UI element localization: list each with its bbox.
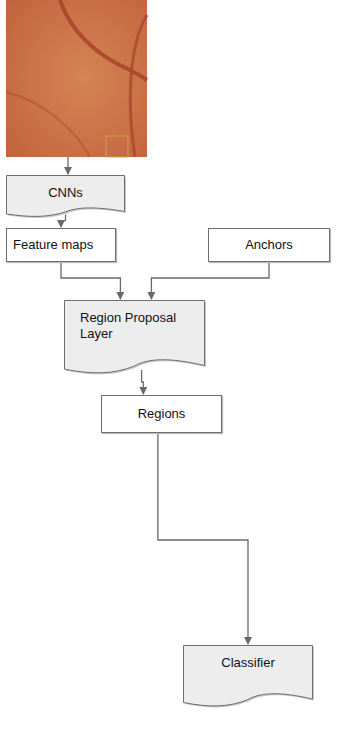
fundus-image xyxy=(6,0,147,157)
node-label: Classifier xyxy=(191,655,305,671)
node-label: Regions xyxy=(108,406,215,422)
flow-arrow xyxy=(142,370,144,394)
process-document: Classifier xyxy=(183,645,313,707)
node-label: Region Proposal Layer xyxy=(80,310,189,342)
lesion-marker xyxy=(106,136,128,157)
process-document: CNNs xyxy=(6,175,125,217)
node-label: Feature maps xyxy=(13,237,109,253)
blood-vessel xyxy=(6,92,90,157)
blood-vessel xyxy=(130,15,147,157)
flow-arrow xyxy=(61,215,66,228)
flow-arrow xyxy=(61,262,120,299)
data-box: Feature maps xyxy=(6,228,116,262)
document-shape xyxy=(183,645,313,707)
blood-vessel xyxy=(60,0,147,80)
flow-arrow xyxy=(151,262,269,299)
node-label: CNNs xyxy=(14,185,117,201)
process-document: Region Proposal Layer xyxy=(64,300,205,374)
image-arrow xyxy=(67,157,68,174)
data-box: Regions xyxy=(101,395,222,433)
data-box: Anchors xyxy=(208,228,330,262)
node-label: Anchors xyxy=(215,237,323,253)
flow-arrow xyxy=(158,433,248,644)
